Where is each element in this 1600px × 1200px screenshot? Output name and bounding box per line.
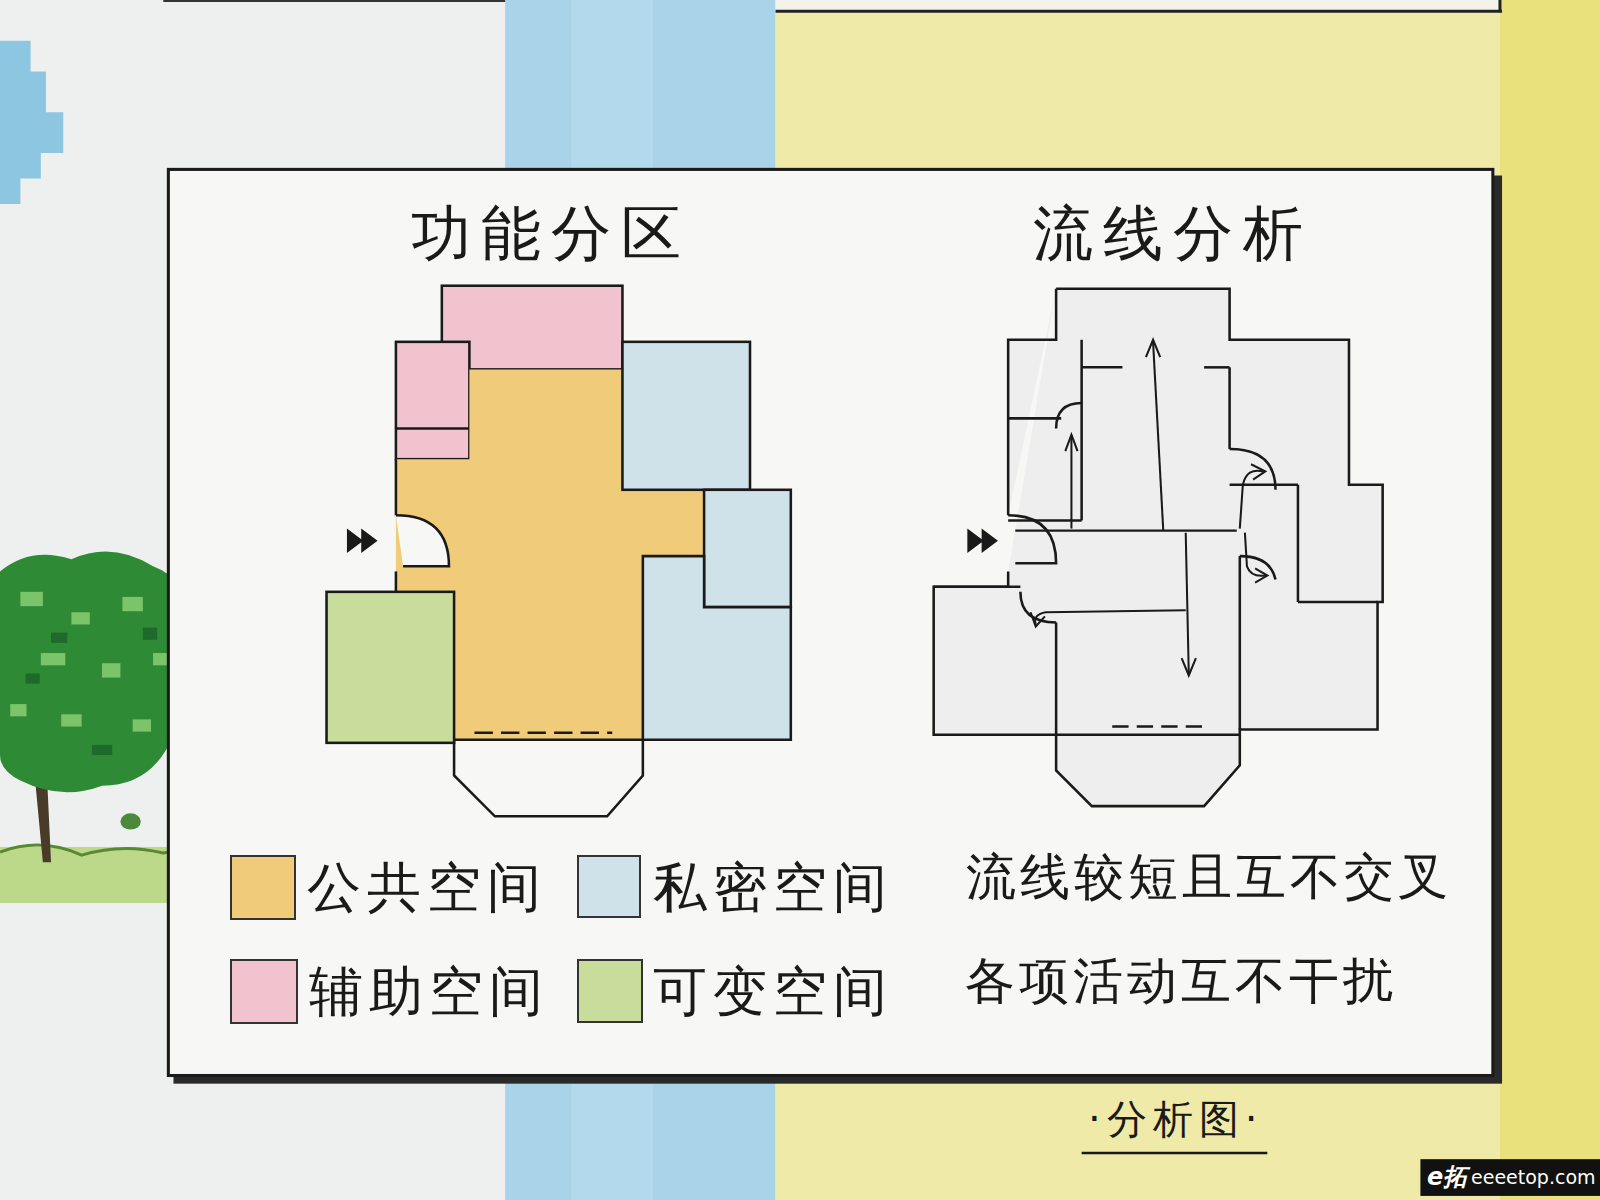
legend-text: 公共空间 <box>307 858 547 917</box>
caption: ·分析图· <box>1088 1097 1263 1141</box>
watermark-box <box>1420 1159 1600 1196</box>
legend-swatch <box>577 959 643 1023</box>
note: 各项活动互不干扰 <box>965 954 1397 1009</box>
note: 流线较短且互不交叉 <box>966 850 1452 905</box>
circulation-plan <box>934 289 1383 806</box>
legend-text: 辅助空间 <box>309 962 549 1021</box>
legend-text: 可变空间 <box>653 962 893 1021</box>
legend-text: 私密空间 <box>653 858 893 917</box>
legend-swatch <box>230 855 296 920</box>
legend-swatch <box>577 855 641 918</box>
legend-swatch <box>230 959 298 1024</box>
watermark: eeeetop.com <box>1471 1167 1596 1188</box>
zoning-plan <box>327 286 791 817</box>
watermark: e拓 <box>1427 1164 1467 1190</box>
flow-arrows <box>1015 340 1267 676</box>
panel-heading: 流线分析 <box>1033 200 1313 266</box>
card <box>168 169 1502 1083</box>
caption-underline <box>1082 1152 1268 1155</box>
panel-heading: 功能分区 <box>411 200 691 266</box>
